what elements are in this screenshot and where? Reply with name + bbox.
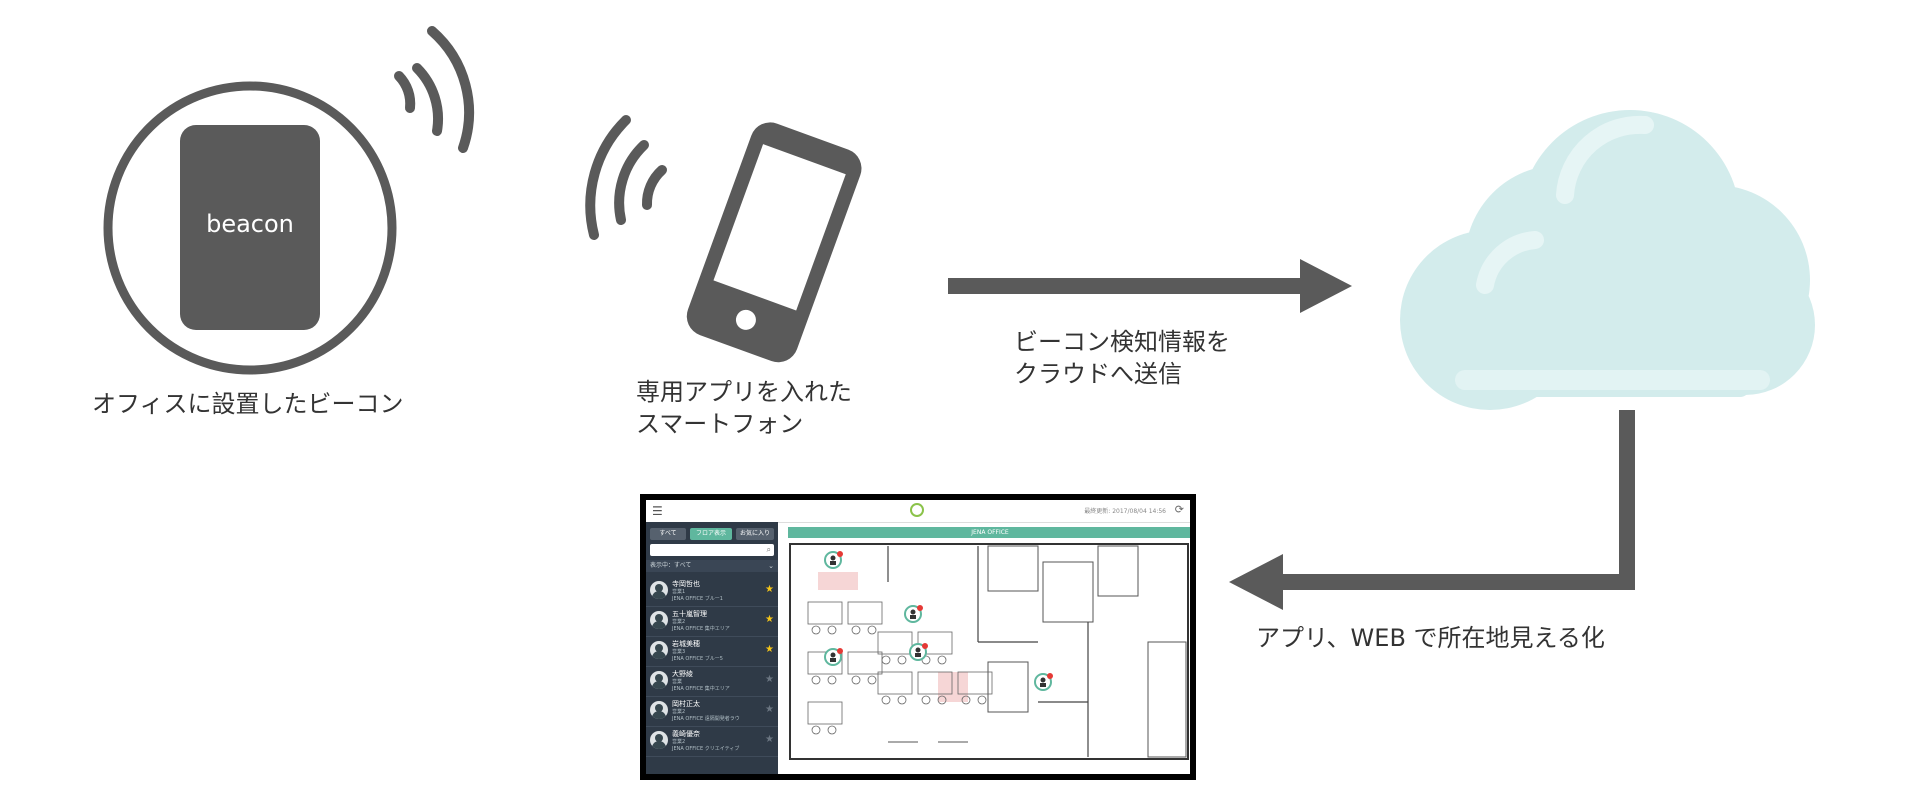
office-banner: JENA OFFICE xyxy=(788,527,1190,538)
avatar xyxy=(650,641,668,659)
star-icon[interactable]: ★ xyxy=(765,734,774,745)
person-location: JENA OFFICE ブルー1 xyxy=(672,595,723,602)
person-location: JENA OFFICE ブルー5 xyxy=(672,655,723,662)
phone-caption: 専用アプリを入れた スマートフォン xyxy=(636,376,896,440)
filter-select[interactable]: 表示中：すべて ⌄ xyxy=(646,560,778,572)
floor-plan xyxy=(788,542,1190,764)
person-role: 営業2 xyxy=(672,708,685,715)
beacon-signal-icon xyxy=(390,20,530,150)
avatar xyxy=(650,581,668,599)
search-input[interactable]: ⌕ xyxy=(650,544,774,556)
star-icon[interactable]: ★ xyxy=(765,584,774,595)
star-icon[interactable]: ★ xyxy=(765,674,774,685)
star-icon[interactable]: ★ xyxy=(765,614,774,625)
person-location: JENA OFFICE 集中エリア xyxy=(672,685,730,692)
person-location: JENA OFFICE 集中エリア xyxy=(672,625,730,632)
last-updated: 最終更新: 2017/08/04 14:56 xyxy=(1084,506,1166,515)
web-caption: アプリ、WEB で所在地見える化 xyxy=(1256,622,1676,654)
cloud-icon xyxy=(1395,100,1825,400)
refresh-icon[interactable]: ⟳ xyxy=(1175,503,1184,516)
send-caption: ビーコン検知情報を クラウドへ送信 xyxy=(1014,326,1274,390)
person-role: 営業2 xyxy=(672,738,685,745)
star-icon[interactable]: ★ xyxy=(765,704,774,715)
tab-favorites[interactable]: お気に入り xyxy=(736,528,774,540)
send-arrow xyxy=(948,256,1358,316)
avatar xyxy=(650,701,668,719)
person-role: 営業2 xyxy=(672,618,685,625)
chevron-down-icon: ⌄ xyxy=(768,560,774,572)
smartphone-icon xyxy=(655,120,895,360)
person-role: 営業3 xyxy=(672,648,685,655)
tab-floor[interactable]: フロア表示 xyxy=(690,528,732,540)
app-window: ☰ 最終更新: 2017/08/04 14:56 ⟳ すべて フロア表示 お気に… xyxy=(646,500,1190,774)
person-role: 営業1 xyxy=(672,588,685,595)
person-location: JENA OFFICE クリエイティブ xyxy=(672,745,739,752)
filter-label: 表示中：すべて xyxy=(650,562,691,569)
return-arrow xyxy=(1225,410,1645,620)
hamburger-icon[interactable]: ☰ xyxy=(652,504,663,518)
avatar xyxy=(650,731,668,749)
app-topbar: ☰ 最終更新: 2017/08/04 14:56 ⟳ xyxy=(646,500,1190,523)
avatar xyxy=(650,611,668,629)
app-logo xyxy=(910,503,924,517)
person-role: 営業 xyxy=(672,678,682,685)
avatar xyxy=(650,671,668,689)
search-icon: ⌕ xyxy=(767,545,771,555)
beacon-caption: オフィスに設置したビーコン xyxy=(92,388,452,420)
star-icon[interactable]: ★ xyxy=(765,644,774,655)
tab-all[interactable]: すべて xyxy=(650,528,686,540)
app-screenshot: ☰ 最終更新: 2017/08/04 14:56 ⟳ すべて フロア表示 お気に… xyxy=(640,494,1196,780)
beacon-label: beacon xyxy=(180,210,320,238)
person-location: JENA OFFICE 遠隔開発者ラウ xyxy=(672,715,740,722)
